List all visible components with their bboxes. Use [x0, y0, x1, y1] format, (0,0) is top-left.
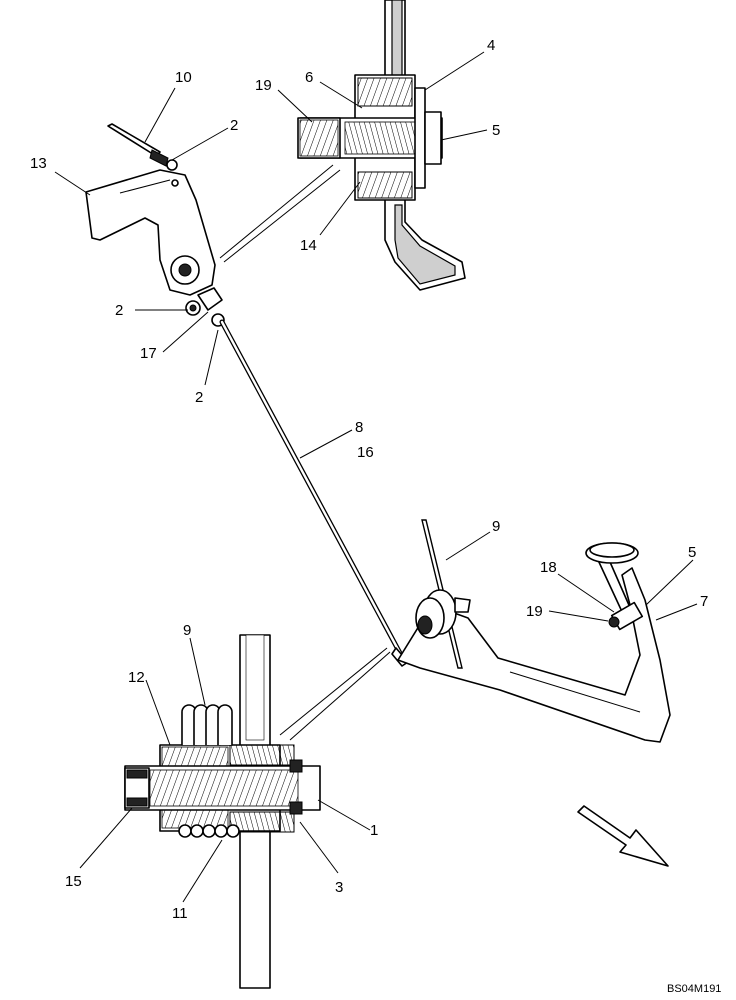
- pedal-assembly: [397, 519, 671, 743]
- drawing-code: BS04M191: [667, 983, 721, 995]
- top-pivot-assembly: [297, 0, 466, 291]
- callout-14: 14: [300, 237, 317, 254]
- callout-13: 13: [30, 155, 47, 172]
- callout-16: 16: [357, 444, 374, 461]
- callout-9: 9: [492, 518, 500, 535]
- callout-labels: 10 2 13 19 6 4 5 14 2 17 2 8 16 9 18 5 1…: [30, 37, 708, 922]
- torsion-spring-coils: [181, 704, 233, 746]
- callout-5: 5: [688, 544, 696, 561]
- callout-7: 7: [700, 593, 708, 610]
- callout-17: 17: [140, 345, 157, 362]
- callout-10: 10: [175, 69, 192, 86]
- callout-2: 2: [230, 117, 238, 134]
- upper-lever-13: [85, 123, 225, 327]
- callout-11: 11: [172, 905, 188, 922]
- callout-18: 18: [540, 559, 557, 576]
- callout-5: 5: [492, 122, 500, 139]
- callout-12: 12: [128, 669, 145, 686]
- callout-4: 4: [487, 37, 495, 54]
- callout-8: 8: [355, 419, 363, 436]
- callout-6: 6: [305, 69, 313, 86]
- callout-3: 3: [335, 879, 343, 896]
- direction-arrow: [577, 805, 669, 867]
- callout-1: 1: [370, 822, 378, 839]
- spring-lower-coils: [178, 824, 240, 838]
- leader-lines: [54, 51, 698, 903]
- callout-19: 19: [526, 603, 543, 620]
- connecting-rod: [219, 319, 409, 667]
- callout-2: 2: [195, 389, 203, 406]
- lower-pivot-assembly: [124, 634, 321, 989]
- callout-2: 2: [115, 302, 123, 319]
- callout-15: 15: [65, 873, 82, 890]
- callout-9: 9: [183, 622, 191, 639]
- callout-19: 19: [255, 77, 272, 94]
